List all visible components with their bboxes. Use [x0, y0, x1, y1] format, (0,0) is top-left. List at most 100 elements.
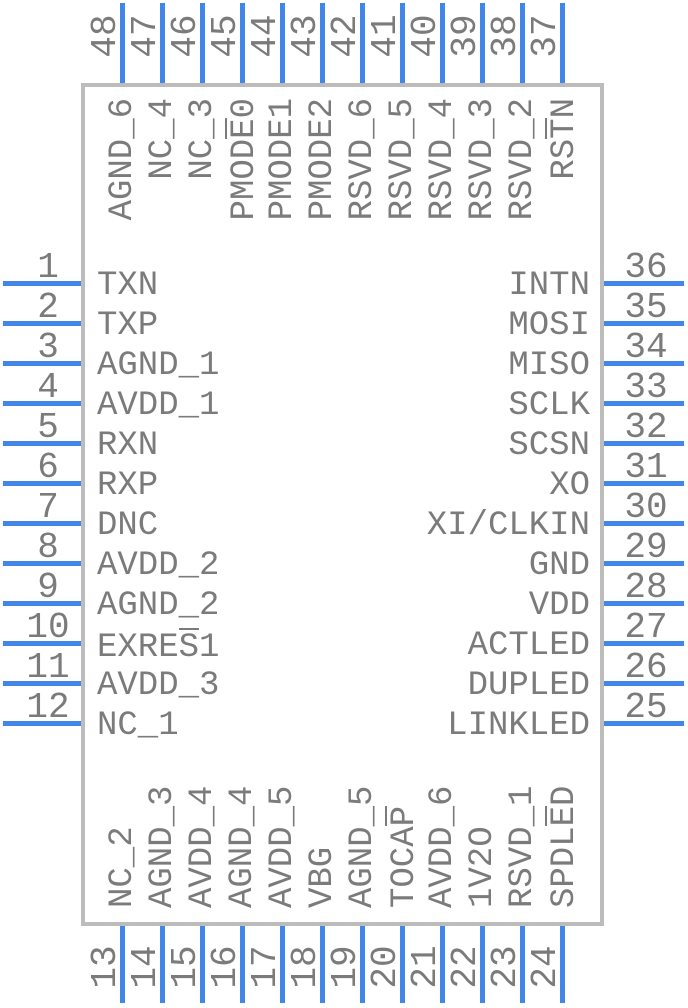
pin-name: AVDD_4 — [184, 785, 222, 908]
pin-name: SCLK — [508, 387, 590, 425]
pin-number: 38 — [485, 14, 526, 58]
pin-line — [3, 601, 81, 606]
pin-line — [320, 926, 325, 1003]
pin-number: 43 — [285, 14, 326, 58]
pin-line — [3, 681, 81, 686]
chip-body — [81, 83, 604, 926]
pin-number: 12 — [26, 687, 70, 728]
pin-number: 15 — [165, 945, 206, 989]
pin-line — [120, 926, 125, 1003]
pin-line — [3, 321, 81, 326]
pin-line — [3, 561, 81, 566]
pin-number: 18 — [285, 945, 326, 989]
pin-name: SCSN — [508, 427, 590, 465]
pin-name: GND — [528, 547, 590, 585]
pin-line — [604, 441, 684, 446]
pin-name: PMODE1 — [264, 98, 302, 221]
pin-line — [440, 926, 445, 1003]
pin-name: AVDD_1 — [97, 387, 220, 425]
pin-number: 28 — [624, 567, 668, 608]
pin-line — [280, 3, 285, 83]
pin-number: 29 — [624, 527, 668, 568]
pin-number: 47 — [125, 14, 166, 58]
pin-name: XI/CLKIN — [426, 507, 590, 545]
pin-name: XO — [549, 467, 590, 505]
pin-line — [320, 3, 325, 83]
pin-number: 16 — [205, 945, 246, 989]
pin-name: RSVD_5 — [384, 98, 422, 221]
pin-line — [280, 926, 285, 1003]
pin-number: 21 — [405, 945, 446, 989]
pin-line — [400, 3, 405, 83]
pin-line — [3, 481, 81, 486]
pin-number: 22 — [445, 945, 486, 989]
pin-name: MISO — [508, 347, 590, 385]
pin-number: 23 — [485, 945, 526, 989]
pin-line — [604, 481, 684, 486]
pin-name: EXRES1 — [97, 628, 220, 667]
pin-line — [120, 3, 125, 83]
pin-name: AGND_4 — [224, 785, 262, 908]
pin-name: TXN — [97, 267, 159, 305]
pin-number: 27 — [624, 607, 668, 648]
pin-number: 39 — [445, 14, 486, 58]
pin-name: RXN — [97, 427, 159, 465]
pin-line — [604, 601, 684, 606]
pin-line — [3, 641, 81, 646]
pin-name: PMODE2 — [304, 98, 342, 221]
pin-number: 20 — [365, 945, 406, 989]
pin-line — [3, 521, 81, 526]
pin-name: RSVD_2 — [504, 98, 542, 221]
pin-number: 25 — [624, 687, 668, 728]
pin-line — [240, 3, 245, 83]
pin-line — [480, 926, 485, 1003]
pin-name: MOSI — [508, 307, 590, 345]
pin-line — [360, 926, 365, 1003]
pin-number: 44 — [245, 14, 286, 58]
pin-line — [200, 926, 205, 1003]
pin-number: 8 — [37, 527, 59, 568]
pin-line — [480, 3, 485, 83]
overline-char: E — [225, 118, 264, 139]
pin-name: RSVD_3 — [464, 98, 502, 221]
pin-line — [560, 3, 565, 83]
pin-name: TOCAP — [385, 805, 424, 908]
pin-number: 34 — [624, 327, 668, 368]
pin-number: 40 — [405, 14, 446, 58]
pin-line — [400, 926, 405, 1003]
pin-line — [604, 321, 684, 326]
pin-name: DNC — [97, 507, 159, 545]
pin-name: RSVD_1 — [504, 785, 542, 908]
pin-number: 3 — [37, 327, 59, 368]
pin-number: 31 — [624, 447, 668, 488]
overline-char: P — [385, 805, 424, 827]
pin-number: 11 — [26, 647, 70, 688]
pin-name: TXP — [97, 307, 159, 345]
pin-line — [520, 926, 525, 1003]
pin-number: 19 — [325, 945, 366, 989]
pin-number: 33 — [624, 367, 668, 408]
pin-name: NC_2 — [104, 826, 142, 908]
pin-name: INTN — [508, 267, 590, 305]
pin-line — [604, 681, 684, 686]
pin-line — [604, 521, 684, 526]
overline-char: E — [545, 805, 584, 827]
pin-name: 1V2O — [464, 826, 502, 908]
pin-number: 13 — [85, 945, 126, 989]
pin-name: RSVD_4 — [424, 98, 462, 221]
pin-line — [160, 926, 165, 1003]
pin-number: 6 — [37, 447, 59, 488]
pin-name: AVDD_2 — [97, 547, 220, 585]
pin-number: 4 — [37, 367, 59, 408]
pin-line — [3, 401, 81, 406]
pin-number: 7 — [37, 487, 59, 528]
pin-number: 36 — [624, 247, 668, 288]
pin-line — [3, 281, 81, 286]
pin-number: 42 — [325, 14, 366, 58]
overline-char: T — [545, 118, 584, 139]
pin-line — [3, 361, 81, 366]
pin-number: 48 — [85, 14, 126, 58]
pin-number: 14 — [125, 945, 166, 989]
pin-name: PMODE0 — [225, 98, 264, 221]
